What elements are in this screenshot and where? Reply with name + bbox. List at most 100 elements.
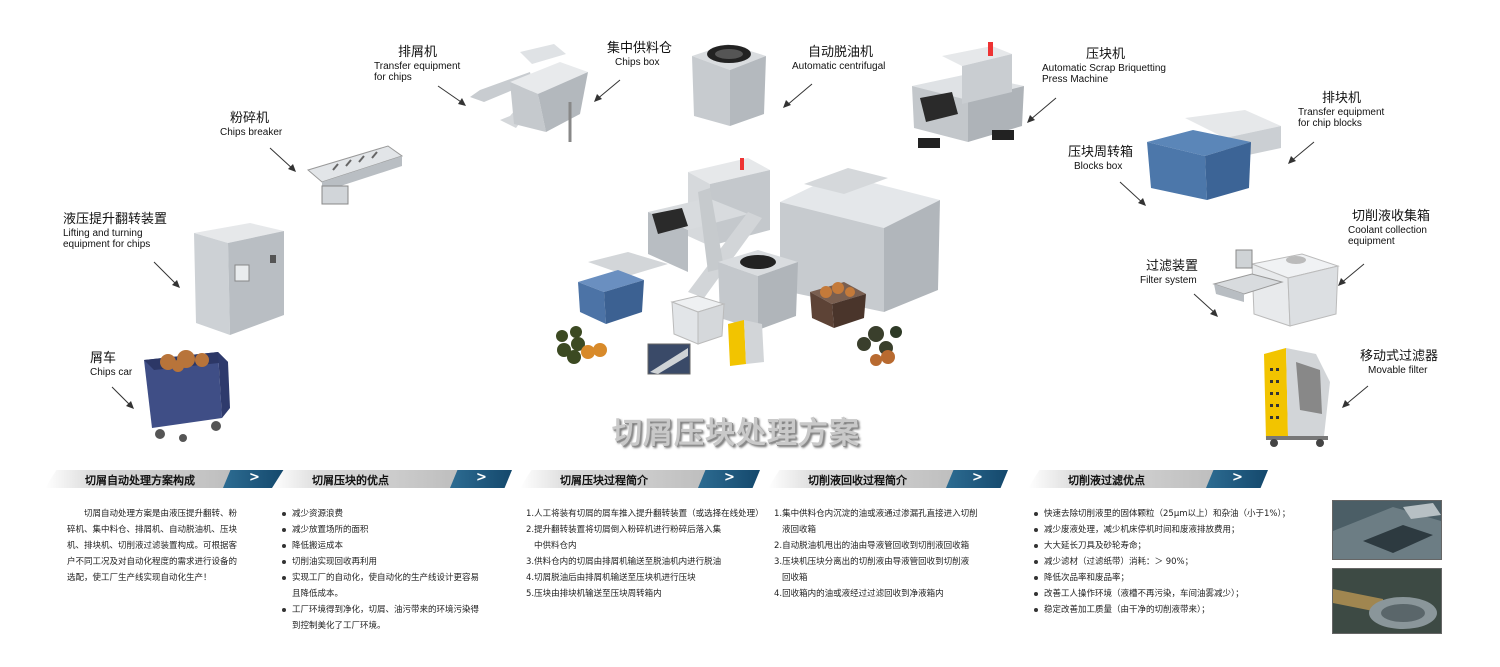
blocks-box-en: Blocks box	[1074, 160, 1123, 172]
chips-box-en: Chips box	[615, 56, 660, 68]
main-title: 切屑压块处理方案	[612, 416, 860, 451]
section-advantages-title: 切屑压块的优点	[312, 474, 389, 487]
central-system-illustration	[556, 158, 940, 375]
chips-box-label: 集中供料仓 Chips box	[607, 41, 673, 68]
chips-breaker-illustration	[306, 145, 404, 205]
section-filter-advantages-banner: 切削液过滤优点 >	[1028, 470, 1268, 488]
filter-advantage-item: 快速去除切削液里的固体颗粒（25μm以上）和杂油（小于1%）；	[1032, 506, 1290, 522]
lifting-turning-illustration	[194, 223, 284, 335]
advantage-item: 实现工厂的自动化，使自动化的生产线设计更容易且降低成本。	[280, 570, 485, 602]
filter-arrow	[1193, 293, 1218, 317]
section-composition: 切屑自动处理方案构成 > 切屑自动处理方案是由液压提升翻转、粉碎机、集中料仓、排…	[45, 470, 285, 586]
section-process-banner: 切屑压块过程简介 >	[520, 470, 760, 488]
section-filter-advantages-arrow: >	[1232, 470, 1243, 485]
briquetting-press-illustration	[912, 42, 1024, 148]
filter-advantage-item: 稳定改善加工质量（由干净的切削液带来）；	[1032, 602, 1290, 618]
breaker-label: 粉碎机 Chips breaker	[220, 111, 283, 138]
advantage-item: 减少放置场所的面积	[280, 522, 485, 538]
chips-car-cn: 屑车	[90, 351, 117, 366]
briquetting-en-1: Automatic Scrap Briquetting	[1042, 62, 1166, 74]
section-advantages-banner: 切屑压块的优点 >	[272, 470, 512, 488]
section-composition-arrow: >	[249, 470, 260, 485]
transfer-blocks-illustration	[1147, 110, 1281, 200]
breaker-arrow	[269, 147, 296, 172]
transfer-blocks-en-1: Transfer equipment	[1298, 106, 1385, 118]
section-composition-title: 切屑自动处理方案构成	[85, 474, 195, 487]
filter-label: 过滤装置 Filter system	[1140, 259, 1199, 286]
movable-en: Movable filter	[1368, 364, 1428, 376]
section-process-title: 切屑压块过程简介	[560, 474, 648, 487]
centrifugal-arrow	[783, 83, 813, 108]
filter-advantage-item: 改善工人操作环境（液槽不再污染，车间油雾减少）；	[1032, 586, 1290, 602]
filter-photo-bottom	[1332, 568, 1442, 634]
section-filter-advantages: 切削液过滤优点 > 快速去除切削液里的固体颗粒（25μm以上）和杂油（小于1%）…	[1028, 470, 1290, 618]
recovery-line: 4.回收箱内的油或液经过过滤回收到净液箱内	[774, 589, 944, 599]
filter-advantage-item: 减少滤材（过滤纸带）消耗：＞ 90%；	[1032, 554, 1290, 570]
transfer-chips-cn: 排屑机	[398, 45, 438, 60]
process-line: 中供料仓内	[534, 541, 577, 551]
section-composition-banner: 切屑自动处理方案构成 >	[45, 470, 285, 488]
transfer-blocks-cn: 排块机	[1322, 91, 1362, 106]
filter-advantage-item: 大大延长刀具及砂轮寿命；	[1032, 538, 1290, 554]
transfer-chips-en-1: Transfer equipment	[374, 60, 461, 72]
transfer-chips-arrow	[437, 85, 466, 106]
recovery-line: 1.集中供料仓内沉淀的油或液通过渗漏孔直接进入切削	[774, 509, 978, 519]
section-coolant-recovery: 切削液回收过程简介 > 1.集中供料仓内沉淀的油或液通过渗漏孔直接进入切削 液回…	[768, 470, 1008, 602]
process-line: 4.切屑脱油后由排屑机输送至压块机进行压块	[526, 573, 696, 583]
movable-label: 移动式过滤器 Movable filter	[1360, 349, 1439, 376]
movable-cn: 移动式过滤器	[1360, 349, 1439, 364]
coolant-en-1: Coolant collection	[1348, 224, 1427, 236]
filter-cn: 过滤装置	[1146, 259, 1199, 274]
recovery-line: 3.压块机压块分离出的切削液由导液管回收到切削液	[774, 557, 970, 567]
filter-photo-top	[1332, 500, 1442, 560]
lifting-en-2: equipment for chips	[63, 239, 151, 251]
briquetting-arrow	[1027, 97, 1057, 123]
section-coolant-recovery-banner: 切削液回收过程简介 >	[768, 470, 1008, 488]
chips-box-illustration	[692, 44, 766, 126]
breaker-en: Chips breaker	[220, 126, 283, 138]
process-line: 2.提升翻转装置将切屑倒入粉碎机进行粉碎后落入集	[526, 525, 722, 535]
briquetting-cn: 压块机	[1086, 47, 1126, 62]
coolant-filter-illustration	[1212, 249, 1340, 327]
centrifugal-cn: 自动脱油机	[808, 45, 874, 60]
breaker-cn: 粉碎机	[230, 111, 270, 126]
lifting-arrow	[153, 261, 180, 288]
movable-arrow	[1342, 385, 1369, 408]
process-line: 5.压块由排块机输送至压块周转箱内	[526, 589, 662, 599]
chips-car-illustration	[144, 350, 230, 442]
transfer-chips-illustration	[470, 44, 588, 142]
recovery-line: 回收箱	[782, 573, 808, 583]
process-line: 1.人工将装有切屑的屑车推入提升翻转装置（或选择在线处理）	[526, 509, 764, 519]
lifting-en-1: Lifting and turning	[63, 227, 143, 239]
chips-box-cn: 集中供料仓	[607, 41, 673, 56]
coolant-cn: 切削液收集箱	[1352, 209, 1431, 224]
advantage-item: 工厂环境得到净化，切屑、油污带来的环境污染得到控制美化了工厂环境。	[280, 602, 485, 634]
advantage-item: 减少资源浪费	[280, 506, 485, 522]
section-filter-advantages-title: 切削液过滤优点	[1068, 474, 1145, 487]
chips-box-arrow	[594, 79, 621, 102]
process-line: 3.供料仓内的切屑由排屑机输送至脱油机内进行脱油	[526, 557, 722, 567]
briquetting-en-2: Press Machine	[1042, 74, 1109, 86]
blocks-box-cn: 压块周转箱	[1068, 145, 1134, 160]
section-advantages: 切屑压块的优点 > 减少资源浪费 减少放置场所的面积 降低搬运成本 切削油实现回…	[272, 470, 512, 634]
lifting-cn: 液压提升翻转装置	[63, 212, 168, 227]
movable-filter-illustration	[1264, 348, 1330, 447]
filter-en: Filter system	[1140, 274, 1197, 286]
filter-advantage-item: 降低次品率和废品率；	[1032, 570, 1290, 586]
coolant-en-2: equipment	[1348, 236, 1395, 248]
centrifugal-standalone-illustration	[690, 36, 770, 128]
section-process-arrow: >	[724, 470, 735, 485]
advantage-item: 切削油实现回收再利用	[280, 554, 485, 570]
section-process: 切屑压块过程简介 > 1.人工将装有切屑的屑车推入提升翻转装置（或选择在线处理）…	[520, 470, 764, 602]
transfer-chips-en-2: for chips	[374, 72, 412, 84]
transfer-blocks-en-2: for chip blocks	[1298, 118, 1362, 130]
chips-car-en: Chips car	[90, 366, 133, 378]
section-coolant-recovery-arrow: >	[972, 470, 983, 485]
section-composition-text: 切屑自动处理方案是由液压提升翻转、粉碎机、集中料仓、排屑机、自动脱油机、压块机、…	[67, 509, 238, 583]
recovery-line: 2.自动脱油机甩出的油由导液管回收到切削液回收箱	[774, 541, 970, 551]
